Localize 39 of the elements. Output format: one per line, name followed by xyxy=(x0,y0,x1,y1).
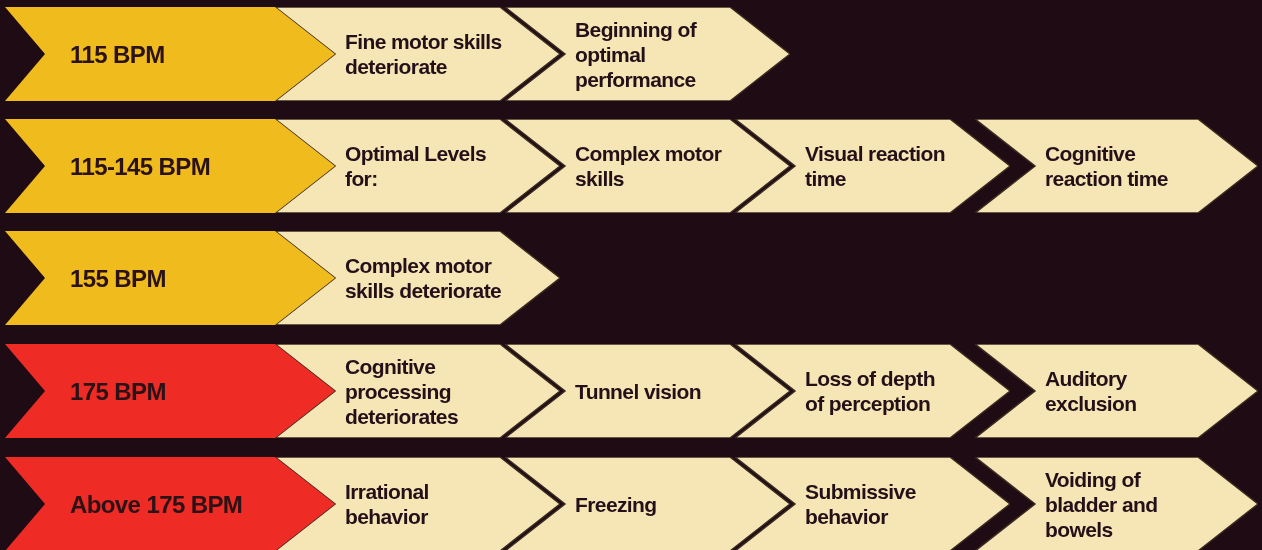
chevron-label: Complex motor skills xyxy=(575,141,723,191)
chevron-label: Tunnel vision xyxy=(575,378,701,404)
chevron-label: Visual reaction time xyxy=(805,141,946,191)
chevron-label: Complex motor skills deteriorate xyxy=(345,253,503,303)
chevron-box xyxy=(975,344,1258,438)
chevron-box xyxy=(735,344,1010,438)
chevron-box xyxy=(735,457,1010,550)
chevron-label: 115-145 BPM xyxy=(70,153,211,179)
chevron-label: Auditory exclusion xyxy=(1045,366,1138,416)
chevron-label: Irrational behavior xyxy=(345,479,430,529)
chevron-box xyxy=(5,119,335,213)
chevron-label: Optimal Levels for: xyxy=(345,141,487,191)
chevron-box xyxy=(5,7,335,101)
chevron-label: Fine motor skills deteriorate xyxy=(345,29,503,79)
chevron-box xyxy=(5,231,335,325)
chevron-box xyxy=(735,119,1010,213)
chevron-label: Submissive behavior xyxy=(805,479,917,529)
chevron-box xyxy=(275,119,560,213)
chevron-box xyxy=(505,457,790,550)
chevron-label: Above 175 BPM xyxy=(70,491,243,517)
chevron-box xyxy=(275,457,560,550)
chevron-box xyxy=(505,344,790,438)
chevron-box xyxy=(975,457,1258,550)
chevron-label: Freezing xyxy=(575,491,657,517)
chevron-box xyxy=(505,7,790,101)
chevron-box xyxy=(5,344,335,438)
chevron-box xyxy=(505,119,790,213)
chevron-label: 155 BPM xyxy=(70,265,166,291)
chevron-label: Cognitive reaction time xyxy=(1045,141,1169,191)
chevron-label: Voiding of bladder and bowels xyxy=(1045,466,1159,542)
chevron-box xyxy=(275,231,560,325)
chevron-label: Cognitive processing deteriorates xyxy=(345,353,460,429)
chevron-label: Loss of depth of perception xyxy=(805,366,936,416)
chevron-label: Beginning of optimal performance xyxy=(575,16,698,92)
chevron-box xyxy=(5,457,335,550)
chevron-label: 175 BPM xyxy=(70,378,166,404)
chevron-box xyxy=(275,7,560,101)
chevron-box xyxy=(975,119,1258,213)
chevron-label: 115 BPM xyxy=(70,41,165,67)
